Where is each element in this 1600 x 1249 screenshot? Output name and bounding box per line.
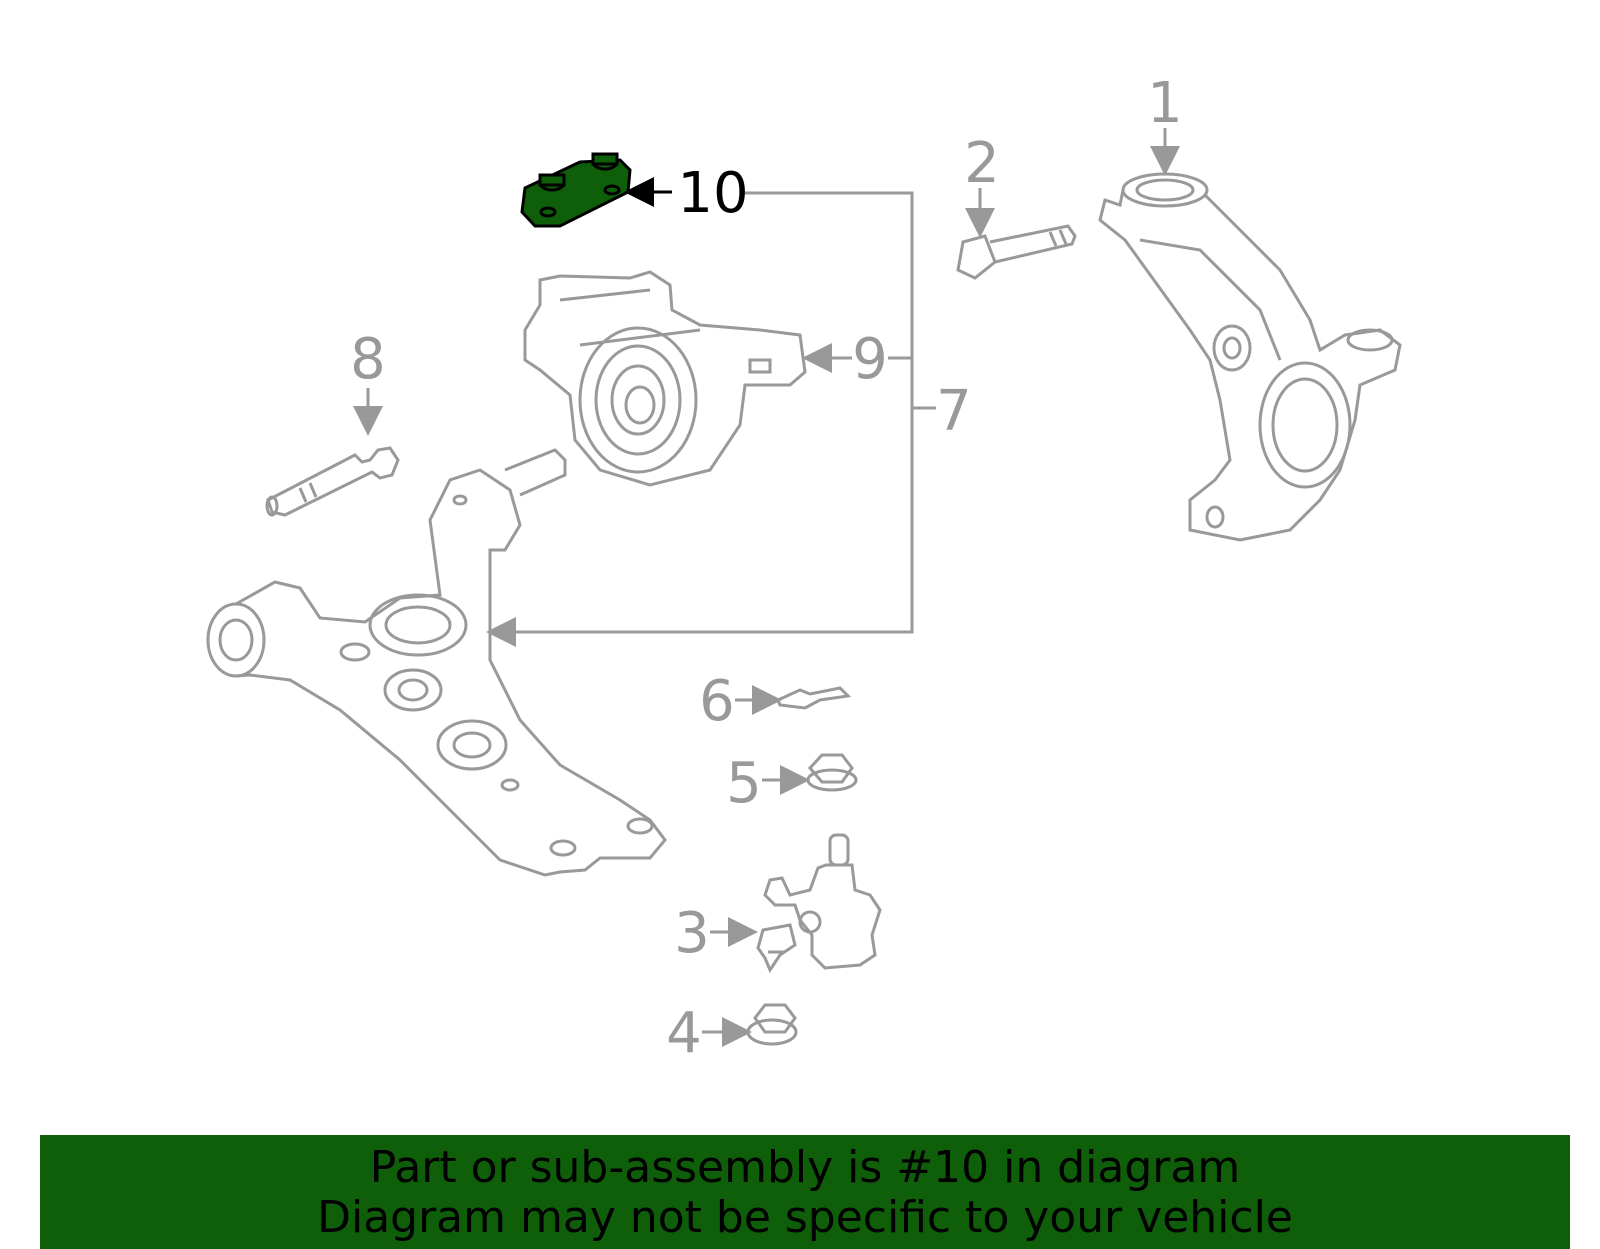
callout-2: 2	[964, 131, 1000, 196]
callout-7-bracket	[495, 191, 936, 634]
part-10-bracket[interactable]	[520, 152, 632, 228]
part-5-nut[interactable]	[806, 753, 858, 792]
callout-9: 9	[852, 327, 888, 392]
part-2-bolt[interactable]	[956, 224, 1077, 280]
callout-7: 7	[936, 379, 972, 444]
callout-1: 1	[1147, 71, 1183, 136]
callout-10: 10	[677, 161, 748, 226]
banner-line-1: Part or sub-assembly is #10 in diagram	[369, 1142, 1241, 1193]
callout-8: 8	[350, 327, 386, 392]
callout-6: 6	[699, 669, 735, 734]
part-4-nut[interactable]	[746, 1003, 798, 1046]
part-9-bushing[interactable]	[523, 270, 807, 487]
part-3-ball-joint[interactable]	[756, 833, 882, 974]
callout-5: 5	[726, 751, 762, 816]
part-6-clip[interactable]	[776, 686, 852, 710]
part-7-control-arm[interactable]	[206, 448, 667, 877]
info-banner: Part or sub-assembly is #10 in diagram D…	[40, 1135, 1570, 1249]
callout-4: 4	[666, 1001, 702, 1066]
banner-line-2: Diagram may not be specific to your vehi…	[317, 1192, 1293, 1243]
part-8-bolt[interactable]	[265, 446, 400, 517]
part-1-knuckle[interactable]	[1098, 172, 1402, 542]
callout-3: 3	[674, 901, 710, 966]
